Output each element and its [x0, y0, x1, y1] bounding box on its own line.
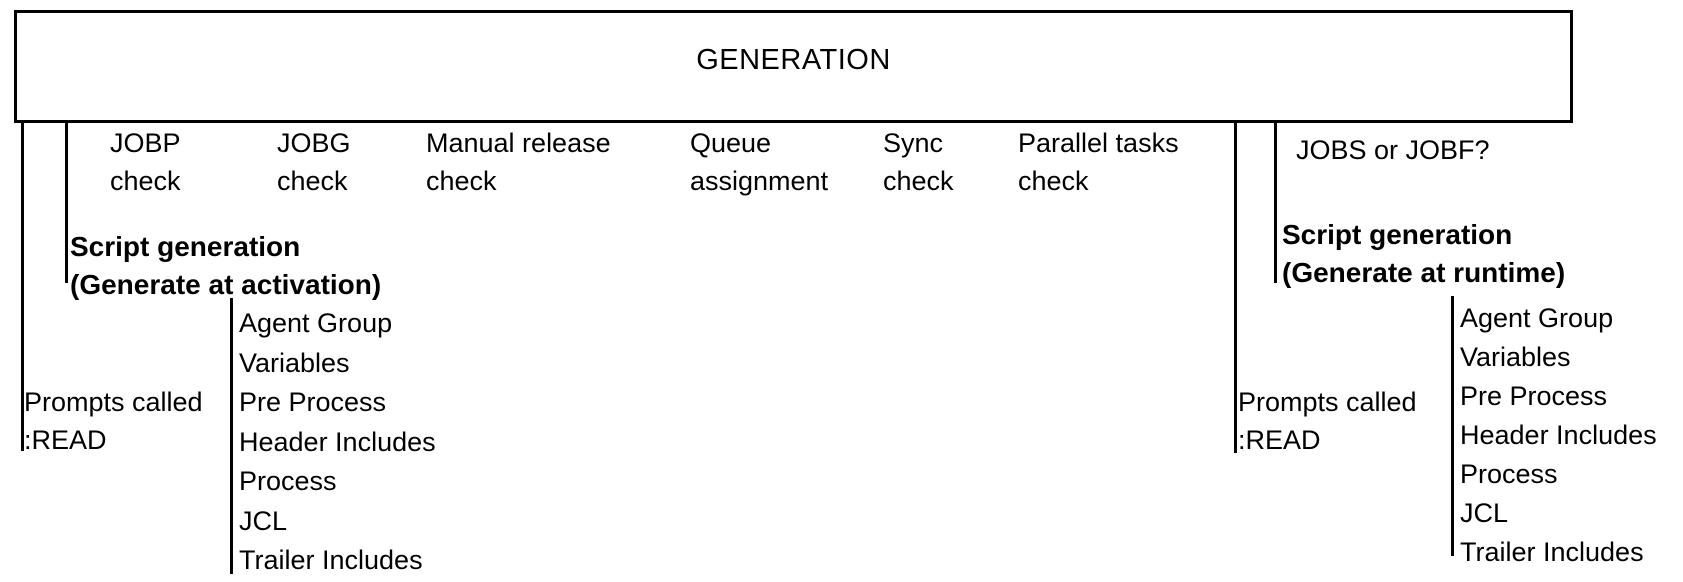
list-item: Variables	[1460, 342, 1571, 372]
runtime-steps-line	[1451, 296, 1454, 556]
list-item: JCL	[1460, 498, 1509, 528]
sync-check-label: Sync check	[883, 128, 954, 196]
list-item: Pre Process	[1460, 381, 1608, 411]
list-item: Trailer Includes	[239, 545, 423, 575]
list-item: Variables	[239, 347, 350, 378]
list-item: Trailer Includes	[1460, 537, 1644, 567]
generation-title: GENERATION	[696, 44, 891, 76]
parallel-tasks-check-label: Parallel tasks check	[1018, 128, 1179, 196]
activation-script-branch-line	[65, 121, 68, 283]
runtime-script-branch-line	[1274, 121, 1277, 283]
queue-assignment-label: Queue assignment	[690, 128, 829, 196]
runtime-steps-list: Agent Group Variables Pre Process Header…	[1460, 299, 1657, 572]
jobp-check-label: JOBP check	[110, 128, 181, 196]
manual-release-check-label: Manual release check	[426, 128, 611, 196]
script-generation-activation-heading: Script generation (Generate at activatio…	[70, 231, 382, 300]
activation-steps-line	[230, 298, 233, 574]
list-item: Process	[239, 466, 337, 496]
runtime-prompts-read-label: Prompts called :READ	[1238, 387, 1417, 455]
list-item: Pre Process	[239, 387, 387, 417]
list-item: JCL	[239, 505, 288, 536]
list-item: Header Includes	[239, 426, 436, 457]
generation-box: GENERATION	[14, 10, 1573, 123]
jobs-or-jobf-label: JOBS or JOBF?	[1296, 135, 1490, 165]
list-item: Agent Group	[239, 308, 393, 338]
script-generation-runtime-heading: Script generation (Generate at runtime)	[1282, 219, 1566, 288]
activation-steps-list: Agent Group Variables Pre Process Header…	[239, 304, 436, 581]
activation-prompts-branch-line	[21, 121, 24, 451]
runtime-prompts-branch-line	[1234, 121, 1237, 453]
activation-prompts-read-label: Prompts called :READ	[24, 387, 203, 455]
list-item: Agent Group	[1460, 303, 1614, 333]
list-item: Header Includes	[1460, 420, 1657, 450]
list-item: Process	[1460, 459, 1558, 489]
jobg-check-label: JOBG check	[277, 128, 351, 196]
